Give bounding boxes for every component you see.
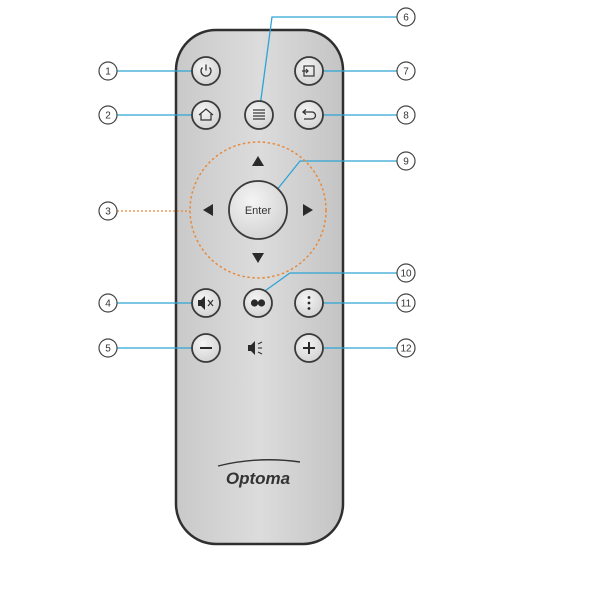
- callout-line-10: [261, 272, 397, 294]
- power-button[interactable]: [191, 56, 221, 86]
- svg-text:7: 7: [403, 67, 409, 78]
- callout-5: 5: [98, 338, 118, 358]
- enter-label: Enter: [245, 205, 272, 217]
- callout-3: 3: [98, 201, 118, 221]
- svg-text:12: 12: [400, 344, 412, 355]
- svg-text:8: 8: [403, 111, 409, 122]
- callout-4: 4: [98, 293, 118, 313]
- home-button[interactable]: [191, 100, 221, 130]
- enter-button[interactable]: Enter: [228, 180, 288, 240]
- callout-12: 12: [396, 338, 416, 358]
- callout-8: 8: [396, 105, 416, 125]
- speaker-icon: [248, 341, 263, 355]
- menu-button[interactable]: [244, 100, 274, 130]
- callout-1: 1: [98, 61, 118, 81]
- svg-text:10: 10: [400, 269, 412, 280]
- brand-logo: Optoma: [217, 459, 301, 488]
- dpad-ring: [189, 141, 327, 279]
- options-button[interactable]: [294, 288, 324, 318]
- source-button[interactable]: [294, 56, 324, 86]
- svg-text:4: 4: [105, 299, 111, 310]
- source-icon: [302, 65, 315, 77]
- volume-up-button[interactable]: [294, 333, 324, 363]
- down-arrow-button[interactable]: [252, 253, 264, 263]
- left-arrow-button[interactable]: [203, 204, 213, 216]
- back-button[interactable]: [294, 100, 324, 130]
- svg-text:6: 6: [403, 13, 409, 24]
- svg-text:9: 9: [403, 157, 409, 168]
- up-arrow-button[interactable]: [252, 156, 264, 166]
- svg-text:1: 1: [105, 67, 111, 78]
- back-icon: [301, 109, 317, 120]
- power-icon: [200, 64, 212, 77]
- volume-down-button[interactable]: [191, 333, 221, 363]
- plus-icon: [303, 342, 315, 354]
- mode-icon: [250, 299, 266, 307]
- home-icon: [198, 108, 214, 121]
- callout-line-6: [258, 16, 397, 115]
- callout-markers: 1 2 3 4 5 6 7 8 9 10 11 12: [98, 7, 416, 358]
- more-options-icon: [307, 296, 311, 310]
- callout-2: 2: [98, 105, 118, 125]
- svg-text:2: 2: [105, 111, 111, 122]
- callout-7: 7: [396, 61, 416, 81]
- mode-button[interactable]: [243, 288, 273, 318]
- svg-text:11: 11: [401, 299, 412, 310]
- menu-icon: [253, 109, 265, 120]
- callout-6: 6: [396, 7, 416, 27]
- mute-icon: [198, 296, 214, 310]
- callout-11: 11: [396, 293, 416, 313]
- callout-10: 10: [396, 263, 416, 283]
- right-arrow-button[interactable]: [303, 204, 313, 216]
- svg-text:3: 3: [105, 207, 111, 218]
- callout-line-9: [271, 160, 397, 197]
- brand-text: Optoma: [226, 469, 290, 488]
- callout-lines: [117, 16, 397, 349]
- mute-button[interactable]: [191, 288, 221, 318]
- callout-9: 9: [396, 151, 416, 171]
- svg-text:5: 5: [105, 344, 111, 355]
